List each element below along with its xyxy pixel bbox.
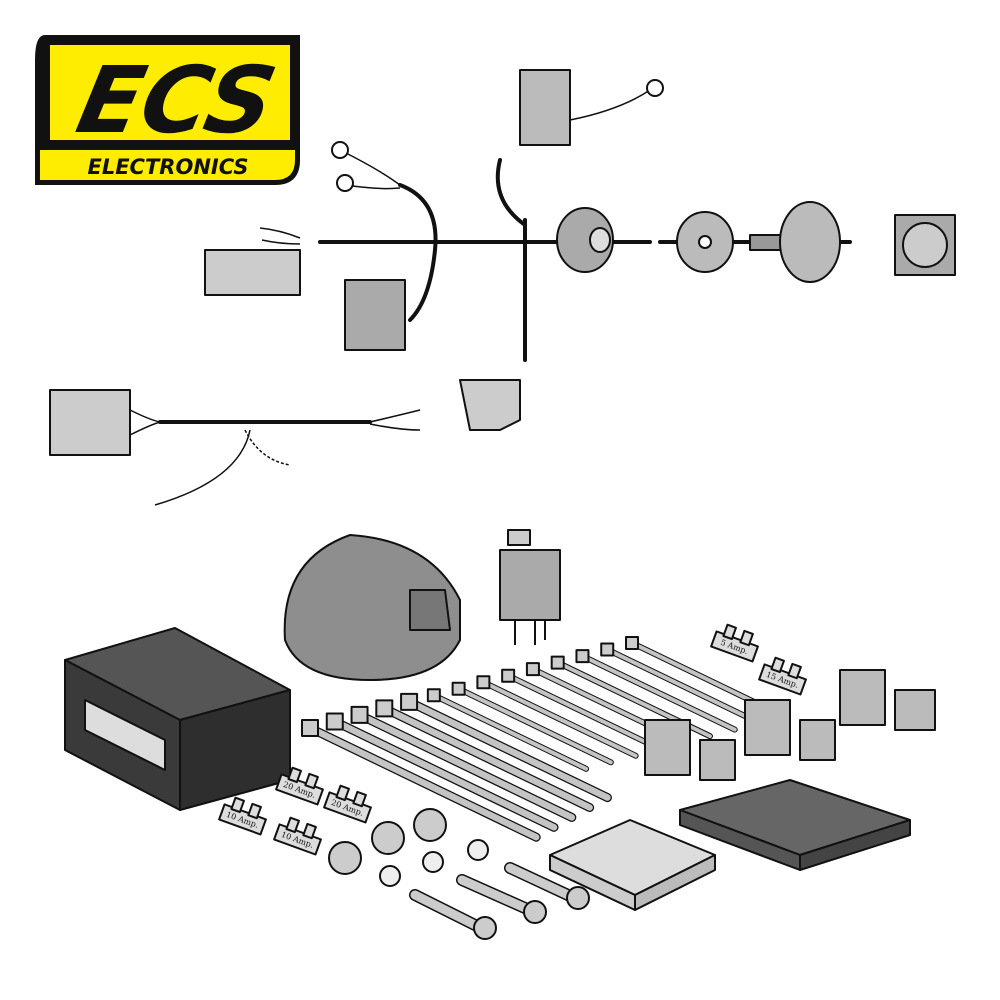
washer-icon bbox=[467, 839, 489, 861]
nut-icon bbox=[413, 808, 447, 842]
cable-tie bbox=[451, 681, 614, 766]
secondary-connector bbox=[49, 389, 131, 456]
fuse: 5 Amp. bbox=[710, 623, 759, 663]
nut-icon bbox=[371, 821, 405, 855]
bolt-icon bbox=[523, 900, 547, 924]
main-harness bbox=[204, 69, 956, 431]
fuse: 10 Amp. bbox=[273, 816, 322, 856]
cable-tie bbox=[375, 699, 595, 813]
harness-relay-connector bbox=[344, 279, 406, 351]
bolt-icon bbox=[566, 886, 590, 910]
cable-tie bbox=[400, 692, 612, 803]
fuse: 15 Amp. bbox=[758, 656, 807, 696]
cable-tie bbox=[476, 675, 639, 759]
bolt-icon bbox=[473, 916, 497, 940]
harness-lower-connector bbox=[459, 379, 521, 431]
logo-brand: ECS bbox=[69, 47, 285, 154]
logo-subtitle: ELECTRONICS bbox=[87, 155, 248, 179]
cable-tie bbox=[325, 712, 559, 832]
fuse: 20 Amp. bbox=[275, 766, 324, 806]
washer-icon bbox=[422, 851, 444, 873]
relay bbox=[499, 529, 561, 645]
fuses: 5 Amp.15 Amp.20 Amp.10 Amp.20 Amp.10 Amp… bbox=[218, 623, 807, 856]
nut-icon bbox=[328, 841, 362, 875]
secondary-harness bbox=[49, 389, 421, 506]
control-module bbox=[64, 627, 291, 811]
cable-tie bbox=[501, 668, 664, 753]
cable-tie bbox=[600, 642, 763, 727]
fuse: 10 Amp. bbox=[218, 796, 267, 836]
harness-top-connector bbox=[519, 69, 571, 146]
ecs-logo: ECS ELECTRONICS bbox=[35, 35, 300, 185]
instruction-pack bbox=[549, 779, 911, 911]
cable-tie bbox=[426, 688, 590, 772]
cable-tie bbox=[350, 705, 577, 822]
hardware bbox=[328, 808, 590, 940]
socket-housing bbox=[283, 534, 461, 681]
splice-connectors bbox=[644, 669, 936, 781]
cable-tie bbox=[575, 649, 738, 733]
fuse: 20 Amp. bbox=[323, 784, 372, 824]
seal-icon bbox=[779, 201, 841, 283]
grommet-icon bbox=[556, 207, 614, 273]
cable-tie bbox=[301, 719, 541, 842]
washer-icon bbox=[379, 865, 401, 887]
harness-connector-16pin bbox=[204, 249, 301, 296]
